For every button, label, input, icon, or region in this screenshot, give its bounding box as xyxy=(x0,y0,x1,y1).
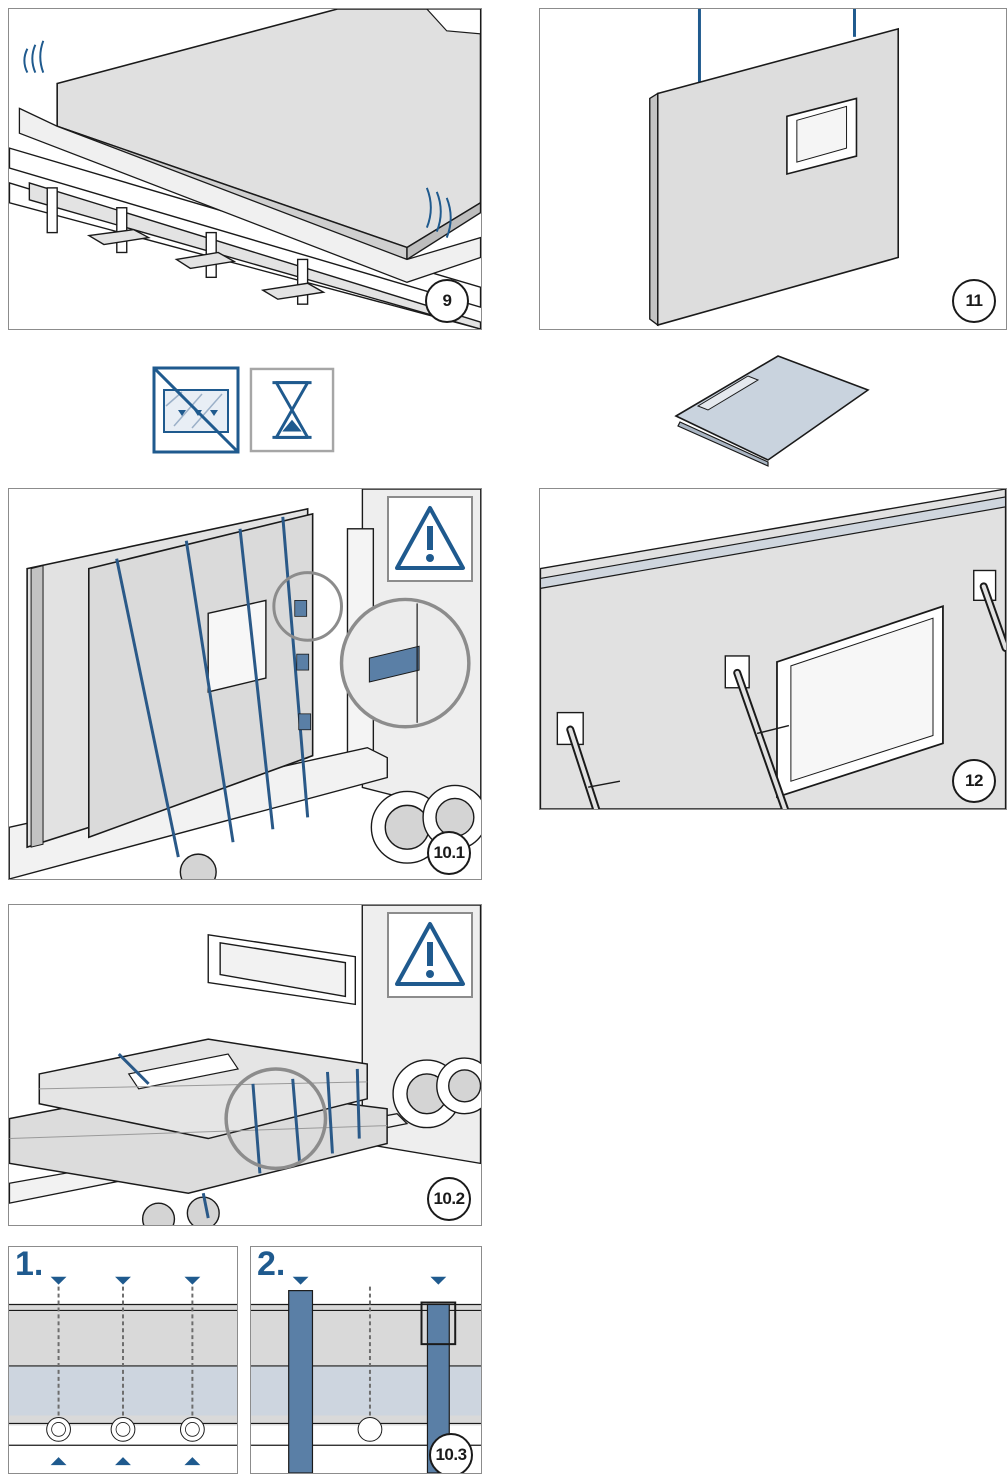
panel-10-3-step-2-straps: 2. 10.3 xyxy=(250,1246,482,1474)
step-badge-10-1: 10.1 xyxy=(427,831,471,875)
protective-sheet-icon xyxy=(674,355,870,467)
panel-11-wall-element-hanging: 11 xyxy=(539,8,1007,330)
illustration-wall-on-crane xyxy=(649,9,900,327)
illustration-wall-props xyxy=(540,489,1006,809)
hourglass-icon xyxy=(249,367,335,453)
panel-12-wall-anchor-detail: 12 xyxy=(539,488,1007,810)
panel-10-2-horizontal-transport: 10.2 xyxy=(8,904,482,1226)
panel-9-concrete-element-on-frame: 9 xyxy=(8,8,482,330)
step-badge-9: 9 xyxy=(425,279,469,323)
panel-10-1-vertical-transport: 10.1 xyxy=(8,488,482,880)
illustration-spacer-positions xyxy=(9,1276,237,1466)
illustration-element-lifting xyxy=(9,9,481,329)
step-badge-10-3: 10.3 xyxy=(429,1433,473,1473)
panel-10-3-step-1-spacers: 1. xyxy=(8,1246,238,1474)
step-badge-10-2: 10.2 xyxy=(427,1177,471,1221)
step-badge-11: 11 xyxy=(952,279,996,323)
warning-triangle-icon xyxy=(387,912,473,998)
illustration-truck-vertical-walls xyxy=(9,489,481,879)
step-number-1: 1. xyxy=(15,1246,44,1283)
step-number-2: 2. xyxy=(257,1246,286,1283)
illustration-truck-flat-slabs xyxy=(9,905,481,1225)
step-badge-12: 12 xyxy=(952,759,996,803)
no-stacking-icon xyxy=(152,366,240,454)
warning-triangle-icon xyxy=(387,496,473,582)
illustration-strap-positions xyxy=(251,1276,481,1473)
